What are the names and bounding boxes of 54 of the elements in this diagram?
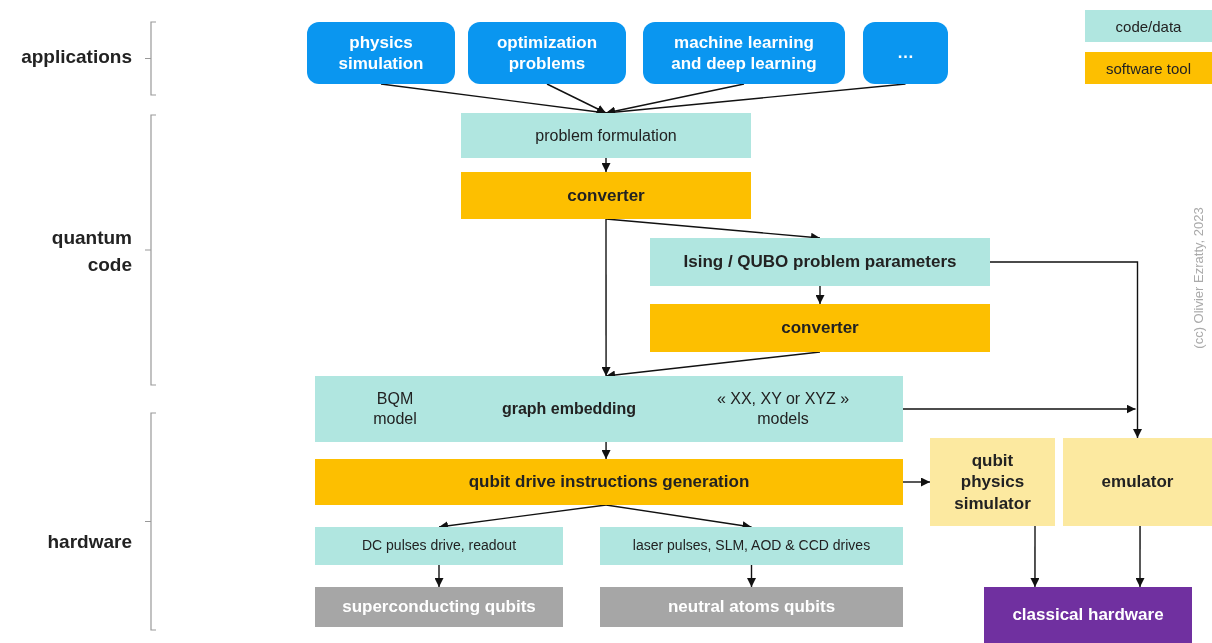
data-box: [315, 527, 563, 565]
arrow: [747, 564, 756, 588]
node-text: classical hardware: [1012, 604, 1164, 626]
node-text: problem formulation: [535, 125, 677, 146]
credit-text: (cc) Olivier Ezratty, 2023: [1190, 207, 1206, 349]
simulator-box: [1063, 438, 1212, 526]
application-box: [863, 22, 948, 84]
node-text: qubit drive instructions generation: [468, 471, 750, 493]
data-box: [600, 527, 903, 565]
arrow: [815, 285, 825, 305]
node-text: superconducting qubits: [342, 596, 536, 618]
hardware-box: [984, 587, 1192, 643]
arrow: [989, 261, 1142, 439]
application-box: [307, 22, 455, 84]
arrow: [546, 83, 607, 114]
node-text: Ising / QUBO problem parameters: [683, 251, 957, 273]
node-text: physics simulation: [337, 31, 425, 75]
node-text: BQM model: [372, 389, 418, 429]
arrow: [902, 404, 1137, 414]
tool-box: [461, 172, 751, 219]
node-text: …: [897, 42, 914, 64]
arrow: [434, 564, 444, 588]
application-box: [643, 22, 845, 84]
application-box: [468, 22, 626, 84]
node-text: emulator: [1101, 471, 1174, 493]
data-box: [315, 376, 903, 442]
arrow: [601, 218, 611, 377]
node-text: graph embedding: [501, 399, 637, 419]
data-box: [461, 113, 751, 158]
arrow: [1030, 525, 1040, 588]
data-box: [650, 238, 990, 286]
node-text: laser pulses, SLM, AOD & CCD drives: [632, 537, 871, 555]
arrow: [902, 477, 931, 487]
node-text: machine learning and deep learning: [670, 31, 818, 75]
tool-box: [650, 304, 990, 352]
node-text: neutral atoms qubits: [667, 596, 836, 618]
legend-text: software tool: [1105, 59, 1191, 77]
layer-label: applications: [21, 45, 132, 69]
layer-label: hardware: [47, 530, 132, 554]
node-text: optimization problems: [495, 31, 599, 75]
node-text: converter: [781, 317, 859, 339]
arrow: [1135, 525, 1145, 588]
node-text: « XX, XY or XYZ » models: [715, 389, 851, 429]
layer-label: quantum code: [50, 226, 132, 277]
simulator-box: [930, 438, 1055, 526]
legend-text: code/data: [1115, 17, 1182, 35]
tool-box: [315, 459, 903, 505]
arrow: [601, 441, 611, 460]
node-text: converter: [567, 184, 645, 207]
node-text: qubit physics simulator: [953, 450, 1032, 514]
hardware-box: [600, 587, 903, 627]
hardware-box: [315, 587, 563, 627]
arrow: [601, 157, 611, 173]
node-text: DC pulses drive, readout: [361, 537, 517, 555]
